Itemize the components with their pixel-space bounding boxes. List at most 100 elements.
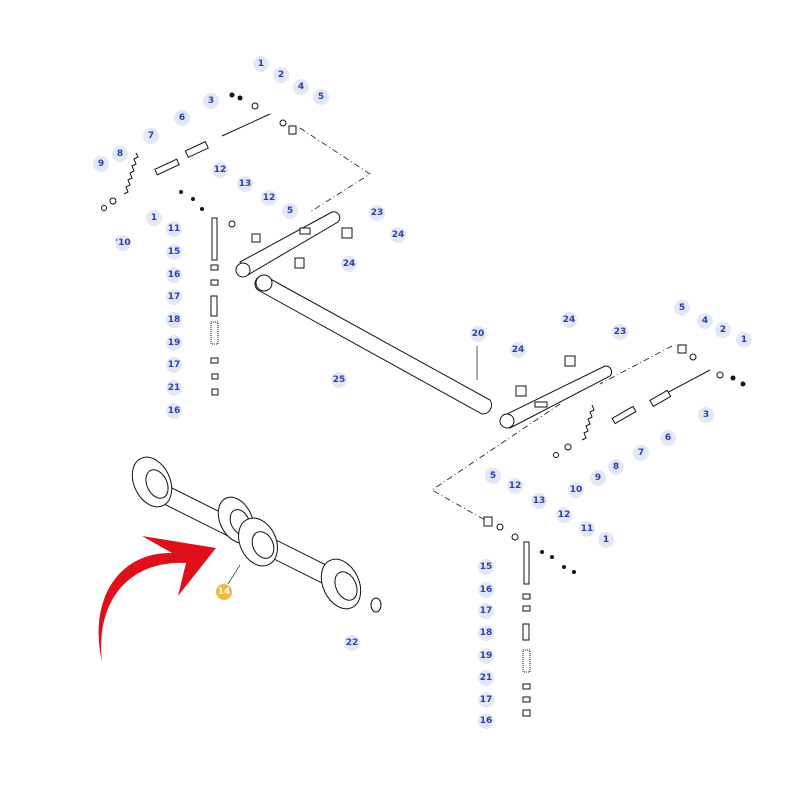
callout-number: 3 bbox=[703, 410, 709, 420]
callout-number: 7 bbox=[148, 131, 154, 141]
callout-bubble bbox=[112, 146, 128, 162]
callout-bubble bbox=[470, 326, 486, 342]
callout-number: 19 bbox=[480, 651, 493, 661]
callout-bubble bbox=[166, 403, 182, 419]
left-pin-stack bbox=[179, 190, 261, 396]
callout-1: 1 bbox=[598, 532, 614, 548]
callout-number: 24 bbox=[512, 345, 525, 355]
callout-3: 3 bbox=[698, 407, 714, 423]
callout-18: 18 bbox=[166, 312, 182, 328]
callout-1: 1 bbox=[253, 56, 269, 72]
callout-number: 12 bbox=[558, 510, 571, 520]
callout-number: 24 bbox=[392, 230, 405, 240]
callout-number: 13 bbox=[239, 179, 252, 189]
callout-23: 23 bbox=[612, 324, 628, 340]
callout-5: 5 bbox=[485, 468, 501, 484]
callout-22: 22 bbox=[344, 635, 360, 651]
callout-bubble bbox=[715, 322, 731, 338]
callout-bubble bbox=[174, 110, 190, 126]
callout-11: 11 bbox=[166, 221, 182, 237]
callout-21: 21 bbox=[478, 670, 494, 686]
callout-number: 11 bbox=[168, 224, 181, 234]
callout-number: 19 bbox=[168, 338, 181, 348]
callout-number: 15 bbox=[480, 562, 493, 572]
callout-bubble bbox=[143, 128, 159, 144]
callout-bubble bbox=[166, 357, 182, 373]
callout-1: 1 bbox=[146, 210, 162, 226]
callout-bubble bbox=[166, 221, 182, 237]
callout-number: 16 bbox=[168, 406, 181, 416]
callout-5: 5 bbox=[282, 203, 298, 219]
callout-bubble bbox=[478, 603, 494, 619]
callout-number: 25 bbox=[333, 375, 346, 385]
callout-number: 9 bbox=[595, 473, 601, 483]
callout-bubble bbox=[261, 190, 277, 206]
assembly-lines bbox=[299, 127, 673, 521]
callout-8: 8 bbox=[112, 146, 128, 162]
callout-19: 19 bbox=[478, 648, 494, 664]
callout-number: 17 bbox=[168, 292, 181, 302]
callout-bubble bbox=[697, 313, 713, 329]
callout-number: 1 bbox=[603, 535, 609, 545]
callout-number: 1 bbox=[151, 213, 157, 223]
callout-bubble bbox=[253, 56, 269, 72]
callout-number: 15 bbox=[168, 247, 181, 257]
callout-number: 1 bbox=[258, 59, 264, 69]
callout-number: '10 bbox=[115, 238, 130, 248]
callout-9: 9 bbox=[93, 156, 109, 172]
callout-number: 18 bbox=[480, 628, 493, 638]
callout-10: '10 bbox=[115, 235, 131, 251]
callout-bubble bbox=[561, 312, 577, 328]
callout-bubble bbox=[478, 648, 494, 664]
callout-number: 23 bbox=[371, 208, 384, 218]
upper-left-rod-assembly bbox=[101, 92, 297, 211]
callout-17: 17 bbox=[478, 603, 494, 619]
callout-25: 25 bbox=[331, 372, 347, 388]
callout-number: 22 bbox=[346, 638, 359, 648]
callout-bubble bbox=[166, 380, 182, 396]
cross-tube bbox=[254, 274, 493, 415]
callout-3: 3 bbox=[203, 93, 219, 109]
callout-bubble bbox=[485, 468, 501, 484]
callout-bubble bbox=[115, 235, 131, 251]
callout-bubble bbox=[660, 430, 676, 446]
callout-bubble bbox=[166, 244, 182, 260]
highlighted-callout: 14 bbox=[216, 584, 232, 600]
callout-24: 24 bbox=[510, 342, 526, 358]
callout-17: 17 bbox=[166, 289, 182, 305]
callout-bubble bbox=[698, 407, 714, 423]
callout-bubble bbox=[478, 670, 494, 686]
callout-number: 5 bbox=[287, 206, 293, 216]
callout-bubble bbox=[166, 267, 182, 283]
callout-number: 23 bbox=[614, 327, 627, 337]
callout-bubble bbox=[93, 156, 109, 172]
callout-7: 7 bbox=[633, 445, 649, 461]
callout-bubble bbox=[282, 203, 298, 219]
callout-2: 2 bbox=[273, 67, 289, 83]
callout-bubble bbox=[478, 713, 494, 729]
callout-bubble bbox=[273, 67, 289, 83]
callout-bubble bbox=[510, 342, 526, 358]
callout-number: 16 bbox=[480, 585, 493, 595]
callout-number: 5 bbox=[318, 92, 324, 102]
callout-bubble bbox=[313, 89, 329, 105]
callout-15: 15 bbox=[478, 559, 494, 575]
callout-number: 16 bbox=[168, 270, 181, 280]
callout-bubble bbox=[212, 162, 228, 178]
callout-17: 17 bbox=[166, 357, 182, 373]
callout-bubble bbox=[531, 493, 547, 509]
callout-number: 17 bbox=[480, 695, 493, 705]
callout-bubble bbox=[633, 445, 649, 461]
callout-number: 24 bbox=[563, 315, 576, 325]
callout-4: 4 bbox=[293, 79, 309, 95]
callout-bubble bbox=[478, 559, 494, 575]
callout-number: 17 bbox=[480, 606, 493, 616]
callout-bubble bbox=[608, 459, 624, 475]
callout-number: 11 bbox=[581, 524, 594, 534]
callout-bubble bbox=[146, 210, 162, 226]
callout-number: 6 bbox=[179, 113, 185, 123]
callout-9: 9 bbox=[590, 470, 606, 486]
callout-18: 18 bbox=[478, 625, 494, 641]
callout-bubble bbox=[674, 300, 690, 316]
